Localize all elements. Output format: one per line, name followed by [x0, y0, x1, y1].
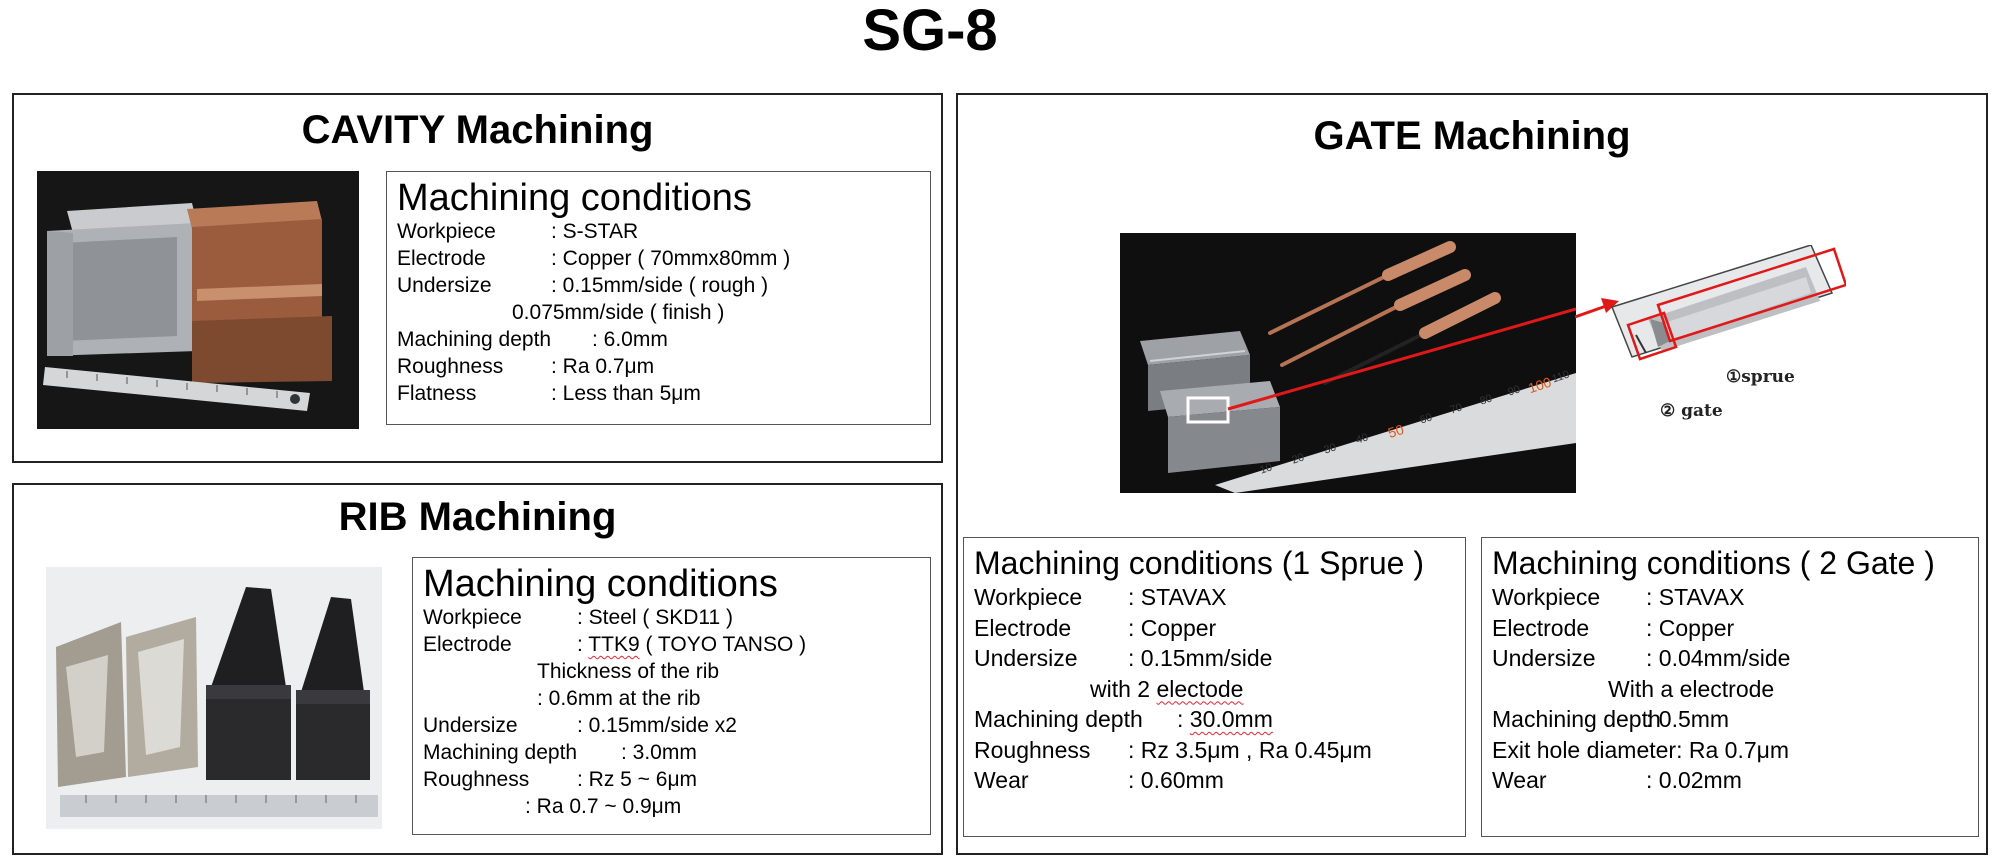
condition-row: Undersize: 0.15mm/side ( rough ): [397, 274, 769, 297]
condition-continuation: : Ra 0.7 ~ 0.9μm: [525, 795, 682, 818]
condition-row: Workpiece: STAVAX: [1492, 584, 1745, 610]
gate-photo: 10 20 30 40 50 60 70 80 90 100 110: [1120, 233, 1576, 493]
rib-conditions-box: Machining conditions Workpiece: Steel ( …: [412, 557, 931, 835]
gate-label: ② gate: [1660, 401, 1723, 421]
sprue-conditions-heading: Machining conditions (1 Sprue ): [974, 545, 1425, 581]
rib-panel: RIB Machining: [12, 483, 943, 855]
cavity-title: CAVITY Machining: [301, 108, 654, 152]
condition-row: Undersize: 0.15mm/side x2: [423, 714, 737, 737]
condition-row: Undersize: 0.04mm/side: [1492, 645, 1791, 671]
condition-row: Electrode: Copper: [1492, 614, 1735, 641]
condition-continuation: Thickness of the rib: [537, 660, 720, 683]
page-title: SG-8: [862, 0, 998, 63]
condition-row: Flatness: Less than 5μm: [397, 382, 701, 405]
rib-photo: [46, 567, 382, 829]
condition-continuation: with 2 electode: [1090, 675, 1244, 702]
condition-row: Electrode: Copper ( 70mmx80mm ): [397, 247, 791, 270]
condition-row: Electrode: TTK9 ( TOYO TANSO ): [423, 633, 807, 656]
condition-row: Exit hole diameter: Ra 0.7μm: [1492, 736, 1790, 763]
condition-row: Roughness: Rz 5 ~ 6μm: [423, 768, 698, 791]
condition-continuation: 0.075mm/side ( finish ): [512, 301, 725, 324]
condition-row: Electrode: Copper: [974, 614, 1217, 641]
condition-continuation: : 0.6mm at the rib: [537, 687, 701, 710]
gate-conditions-box: Machining conditions ( 2 Gate ) Workpiec…: [1481, 537, 1979, 837]
condition-row: Workpiece: S-STAR: [397, 220, 639, 243]
condition-row: Roughness: Ra 0.7μm: [397, 355, 655, 378]
electrode-detail: ①sprue ② gate: [1606, 244, 1848, 425]
condition-row: Machining depth: 30.0mm: [974, 706, 1273, 732]
cavity-conditions-heading: Machining conditions: [397, 177, 752, 219]
condition-row: Wear: 0.60mm: [974, 767, 1224, 793]
condition-row: Machining depth: 3.0mm: [423, 741, 697, 764]
sprue-label: ①sprue: [1726, 367, 1795, 387]
condition-row: Machining depth: 6.0mm: [397, 328, 668, 351]
cavity-photo: [37, 171, 359, 429]
gate-title: GATE Machining: [1313, 114, 1631, 158]
cavity-panel: CAVITY Machining Mach: [12, 93, 943, 463]
condition-row: Machining depth: 0.5mm: [1492, 706, 1730, 732]
gate-panel: GATE Machining: [956, 93, 1988, 855]
condition-row: Roughness: Rz 3.5μm , Ra 0.45μm: [974, 736, 1372, 763]
rib-title: RIB Machining: [338, 495, 617, 539]
rib-conditions-heading: Machining conditions: [423, 563, 778, 605]
condition-row: Workpiece: STAVAX: [974, 584, 1227, 610]
condition-row: Wear: 0.02mm: [1492, 767, 1742, 793]
gate-conditions-heading: Machining conditions ( 2 Gate ): [1492, 545, 1935, 581]
condition-row: Workpiece: Steel ( SKD11 ): [423, 606, 734, 629]
red-arrow: [1575, 298, 1619, 319]
condition-continuation: With a electrode: [1608, 675, 1775, 702]
condition-row: Undersize: 0.15mm/side: [974, 645, 1273, 671]
cavity-conditions-box: Machining conditions Workpiece: S-STAR E…: [386, 171, 931, 425]
sprue-conditions-box: Machining conditions (1 Sprue ) Workpiec…: [963, 537, 1466, 837]
